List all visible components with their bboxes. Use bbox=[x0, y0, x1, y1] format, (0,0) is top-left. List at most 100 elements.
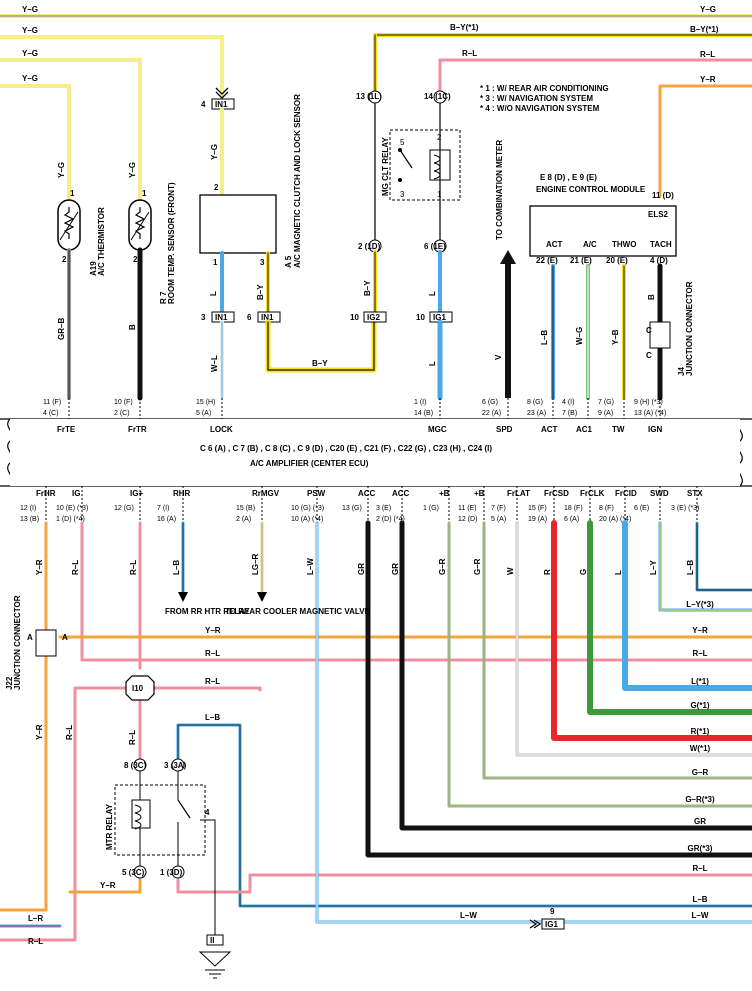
mtr-pin-8: 8 (3C) bbox=[124, 761, 147, 770]
bottom-wiring bbox=[0, 520, 752, 942]
amp-bottom-wire-label: GR bbox=[357, 563, 366, 575]
amp-top-term: LOCK bbox=[210, 425, 233, 434]
amp-bottom-pin: 3 (E) (*3) bbox=[671, 505, 699, 512]
amp-bottom-wire-label: GR bbox=[391, 563, 400, 575]
i10-rl-wire: R–L bbox=[128, 730, 137, 745]
amp-bottom-pin: 1 (D) (*4) bbox=[56, 516, 85, 523]
mtr-yr-label: Y–R bbox=[100, 881, 116, 890]
amp-bottom-pin: 8 (F) bbox=[599, 505, 614, 512]
amp-top-pin: 10 (F) bbox=[114, 399, 133, 406]
top-bus bbox=[0, 14, 752, 202]
a5-pin-top: 2 bbox=[214, 183, 219, 192]
amp-bottom-term: IG bbox=[72, 489, 80, 498]
a19-thermistor bbox=[57, 199, 81, 400]
j4-pin-2: C bbox=[646, 351, 652, 360]
j4-id: J4 bbox=[677, 367, 686, 376]
amp-bottom-pin: 7 (F) bbox=[491, 505, 506, 512]
j4-box bbox=[649, 321, 671, 349]
amp-bottom-pin: 13 (G) bbox=[342, 505, 362, 512]
amp-top-pin: 14 (B) bbox=[414, 410, 433, 417]
j22-name: JUNCTION CONNECTOR bbox=[13, 595, 22, 690]
lw-bottom-label: L–W bbox=[460, 911, 477, 920]
top-wire-by: B–Y(*1) bbox=[690, 25, 719, 34]
right-wire-label: R–L bbox=[692, 649, 707, 658]
right-wire-label: W(*1) bbox=[690, 744, 711, 753]
conn-6-1e: 6 (1E) bbox=[424, 242, 446, 251]
amp-bottom-pin: 18 (F) bbox=[564, 505, 583, 512]
right-wire-label: L(*1) bbox=[691, 677, 709, 686]
right-wire-label: G–R(*3) bbox=[685, 795, 715, 804]
amp-top-term: ACT bbox=[541, 425, 558, 434]
amp-top-pin: 13 (A) (*4) bbox=[634, 410, 666, 417]
a5-id: A 5 bbox=[284, 255, 293, 268]
amp-bottom-pin: 15 (B) bbox=[236, 505, 255, 512]
amp-top-pin: 7 (G) bbox=[598, 399, 614, 406]
amp-bottom-wire-label: L–Y bbox=[649, 560, 658, 575]
rl-label-top: R–L bbox=[462, 49, 477, 58]
amp-bottom-wire-label: L–B bbox=[172, 560, 181, 575]
in1-a-pin: 3 bbox=[201, 313, 206, 322]
amp-bottom-pin: 3 (E) bbox=[376, 505, 391, 512]
amp-bottom-wire-label: L–W bbox=[306, 558, 315, 575]
mtr-relay-name: MTR RELAY bbox=[105, 803, 114, 850]
amp-bottom-wire-label: G bbox=[579, 569, 588, 575]
lb-mtr-label: L–B bbox=[205, 713, 220, 722]
a5-name: A/C MAGNETIC CLUTCH AND LOCK SENSOR bbox=[293, 94, 302, 268]
j4-pin-1: C bbox=[646, 326, 652, 335]
a19-wire-bottom: GR–B bbox=[57, 318, 66, 340]
ecm-term-act: ACT bbox=[546, 240, 563, 249]
amp-top-pin: 7 (B) bbox=[562, 410, 577, 417]
mg-relay-name: MG CLT RELAY bbox=[381, 137, 390, 196]
amp-bottom-wire-label: L–B bbox=[686, 560, 695, 575]
right-wire-label: Y–R bbox=[692, 626, 708, 635]
amp-top-term: FrTE bbox=[57, 425, 76, 434]
by-loop-label: B–Y bbox=[312, 359, 328, 368]
amp-top-term: FrTR bbox=[128, 425, 147, 434]
amp-bottom-pin: 2 (A) bbox=[236, 516, 251, 523]
ecm-box bbox=[529, 205, 677, 257]
in1-b-id: IN1 bbox=[261, 313, 274, 322]
by1-label: B–Y(*1) bbox=[450, 23, 479, 32]
amp-bottom-wire-label: G–R bbox=[438, 558, 447, 575]
rl-left-label: R–L bbox=[28, 937, 43, 946]
to-meter-label: TO COMBINATION METER bbox=[495, 140, 504, 240]
left-wire-yg-2: Y–G bbox=[22, 26, 38, 35]
amp-bottom-pin: 10 (E) (*3) bbox=[56, 505, 88, 512]
mtr-pin-5: 5 (3C) bbox=[122, 868, 145, 877]
right-wire-label: GR(*3) bbox=[688, 844, 713, 853]
ig2-by-label: B–Y bbox=[363, 280, 372, 296]
amp-bottom-wire-label: Y–R bbox=[35, 559, 44, 575]
amp-bottom-term: +B bbox=[439, 489, 450, 498]
amp-bottom-wire-label: G–R bbox=[473, 558, 482, 575]
a5-wire-lock: L bbox=[209, 291, 218, 296]
ig1-bottom-box bbox=[541, 918, 565, 930]
r7-id: R 7 bbox=[159, 291, 168, 304]
note-3: * 4 : W/O NAVIGATION SYSTEM bbox=[480, 104, 600, 113]
a5-box bbox=[199, 194, 277, 254]
amp-bottom-term: FrCLK bbox=[580, 489, 605, 498]
ign-wire-label: B bbox=[647, 294, 656, 300]
ig1-bottom-pin: 9 bbox=[550, 907, 555, 916]
amp-top-term: AC1 bbox=[576, 425, 593, 434]
amp-bottom-term: RHR bbox=[173, 489, 191, 498]
spd-wire-label: V bbox=[494, 354, 503, 360]
amp-bottom-wire-label: R bbox=[543, 569, 552, 575]
ecm-term-tach: TACH bbox=[650, 240, 672, 249]
amp-bottom-pin: 10 (G) (*3) bbox=[291, 505, 324, 512]
r7-sensor bbox=[128, 199, 152, 401]
amp-bottom-wire-label: L bbox=[614, 570, 623, 575]
top-wire-rl: R–L bbox=[700, 50, 715, 59]
ecm-pin-thwo: 20 (E) bbox=[606, 256, 628, 265]
amp-bottom-term: PSW bbox=[307, 489, 326, 498]
a5-pin-lock: 1 bbox=[213, 258, 218, 267]
j4-name: JUNCTION CONNECTOR bbox=[685, 281, 694, 376]
from-rr-label-1: FROM RR HTR RELAY bbox=[165, 607, 250, 616]
ecm-term-thwo: THWO bbox=[612, 240, 636, 249]
amp-top-pin: 4 (I) bbox=[562, 399, 574, 406]
a19-wire-top: Y–G bbox=[57, 162, 66, 178]
amp-bottom-pin: 2 (D) (*4) bbox=[376, 516, 405, 523]
act-wire-label: L–B bbox=[540, 330, 549, 345]
mtr-term-3c-bottom bbox=[133, 865, 147, 879]
ecm-ids: E 8 (D) , E 9 (E) bbox=[540, 173, 597, 182]
